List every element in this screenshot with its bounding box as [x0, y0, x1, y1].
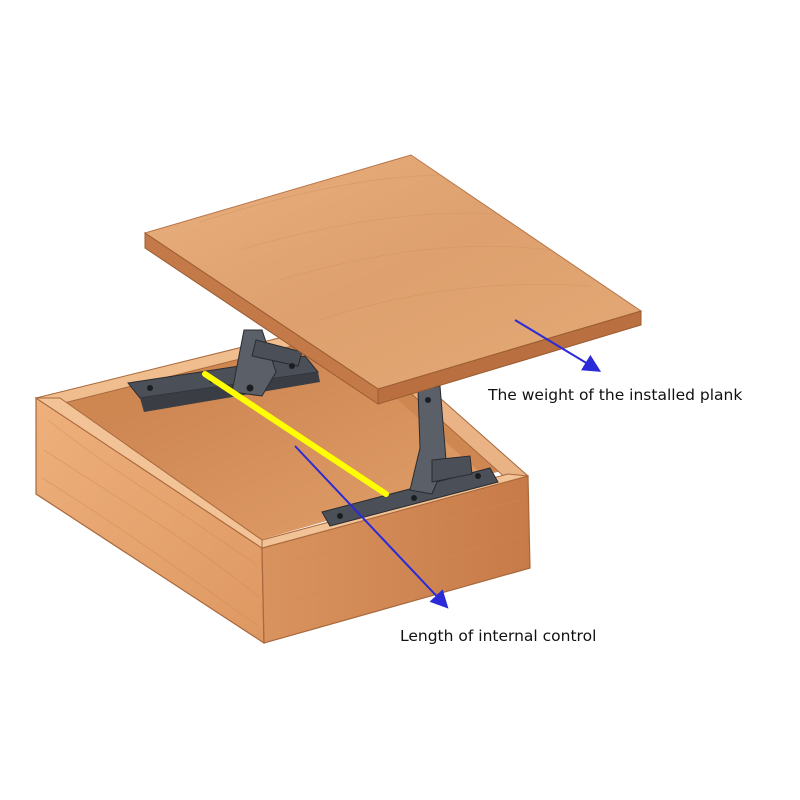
internal-control-length-line — [202, 371, 389, 497]
plank-right-edge — [377, 310, 642, 405]
control-length-label: Length of internal control — [400, 627, 597, 645]
control-length-arrow-icon — [294, 445, 449, 609]
lifted-plank — [143, 154, 643, 405]
plank-weight-arrow-icon — [514, 319, 602, 372]
plank-grain — [199, 174, 591, 321]
plank-weight-label: The weight of the installed plank — [488, 386, 743, 404]
